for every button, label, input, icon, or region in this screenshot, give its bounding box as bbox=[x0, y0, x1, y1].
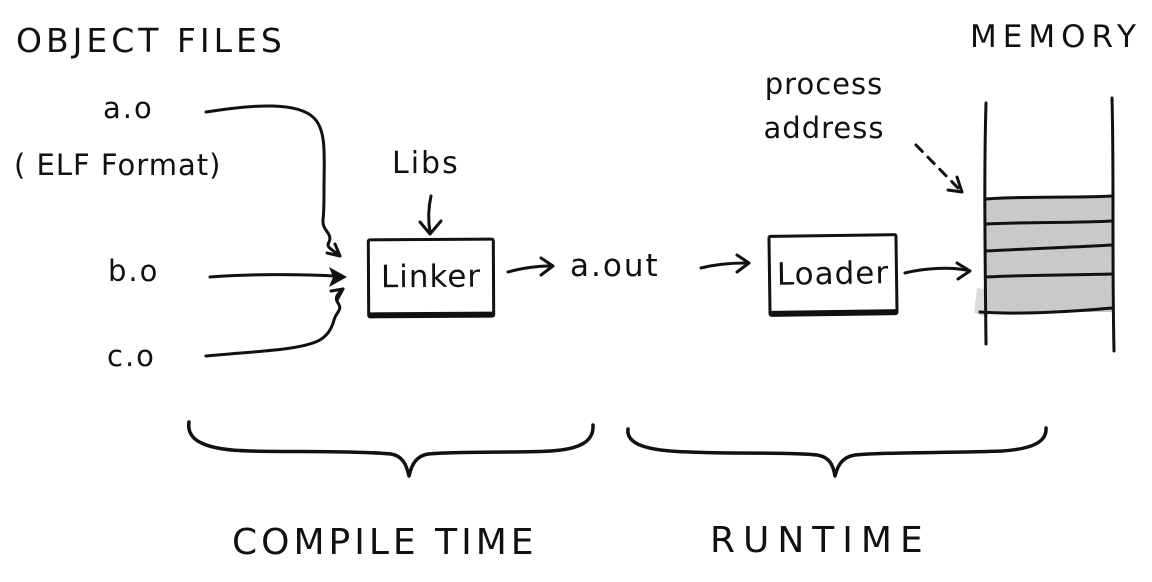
process-address-line2: address bbox=[763, 111, 885, 145]
memory-right-wall bbox=[1110, 96, 1116, 353]
compile-time-brace bbox=[187, 420, 595, 478]
compile-time-label: COMPILE TIME bbox=[232, 522, 538, 563]
memory-segment-line bbox=[978, 306, 1114, 315]
connector-bo-to-linker bbox=[208, 267, 347, 287]
linker-label: Linker bbox=[380, 258, 482, 295]
connector-co-to-linker bbox=[204, 287, 345, 358]
process-address-line1: process bbox=[764, 67, 884, 101]
object-file-c-label: c.o bbox=[107, 339, 156, 373]
loader-label: Loader bbox=[776, 254, 890, 293]
memory-column bbox=[974, 96, 1116, 353]
object-file-b-label: b.o bbox=[108, 254, 160, 288]
object-files-title: OBJECT FILES bbox=[16, 21, 286, 60]
loader-to-memory-arrow bbox=[903, 261, 972, 281]
libs-label: Libs bbox=[392, 146, 460, 181]
aout-to-loader-arrow bbox=[699, 253, 751, 274]
memory-segment-line bbox=[984, 219, 1114, 226]
loader-box: Loader bbox=[767, 233, 899, 317]
process-address-arrow bbox=[914, 143, 964, 194]
memory-title: MEMORY bbox=[970, 19, 1142, 55]
process-address-label: process address bbox=[748, 62, 900, 150]
linker-to-aout-arrow bbox=[506, 256, 555, 277]
linker-box: Linker bbox=[366, 237, 496, 319]
aout-label: a.out bbox=[570, 248, 660, 284]
object-file-a-label: a.o bbox=[103, 91, 154, 125]
memory-segment-line bbox=[984, 272, 1114, 279]
memory-loaded-region bbox=[986, 198, 1113, 312]
memory-segment-line bbox=[984, 243, 1114, 253]
connector-ao-to-linker bbox=[204, 104, 342, 258]
runtime-brace bbox=[626, 426, 1048, 478]
libs-arrow bbox=[418, 194, 443, 236]
memory-segment-line bbox=[984, 194, 1114, 201]
memory-left-wall bbox=[983, 101, 988, 346]
runtime-label: RUNTIME bbox=[710, 520, 931, 561]
elf-format-note: ( ELF Format) bbox=[14, 148, 222, 182]
